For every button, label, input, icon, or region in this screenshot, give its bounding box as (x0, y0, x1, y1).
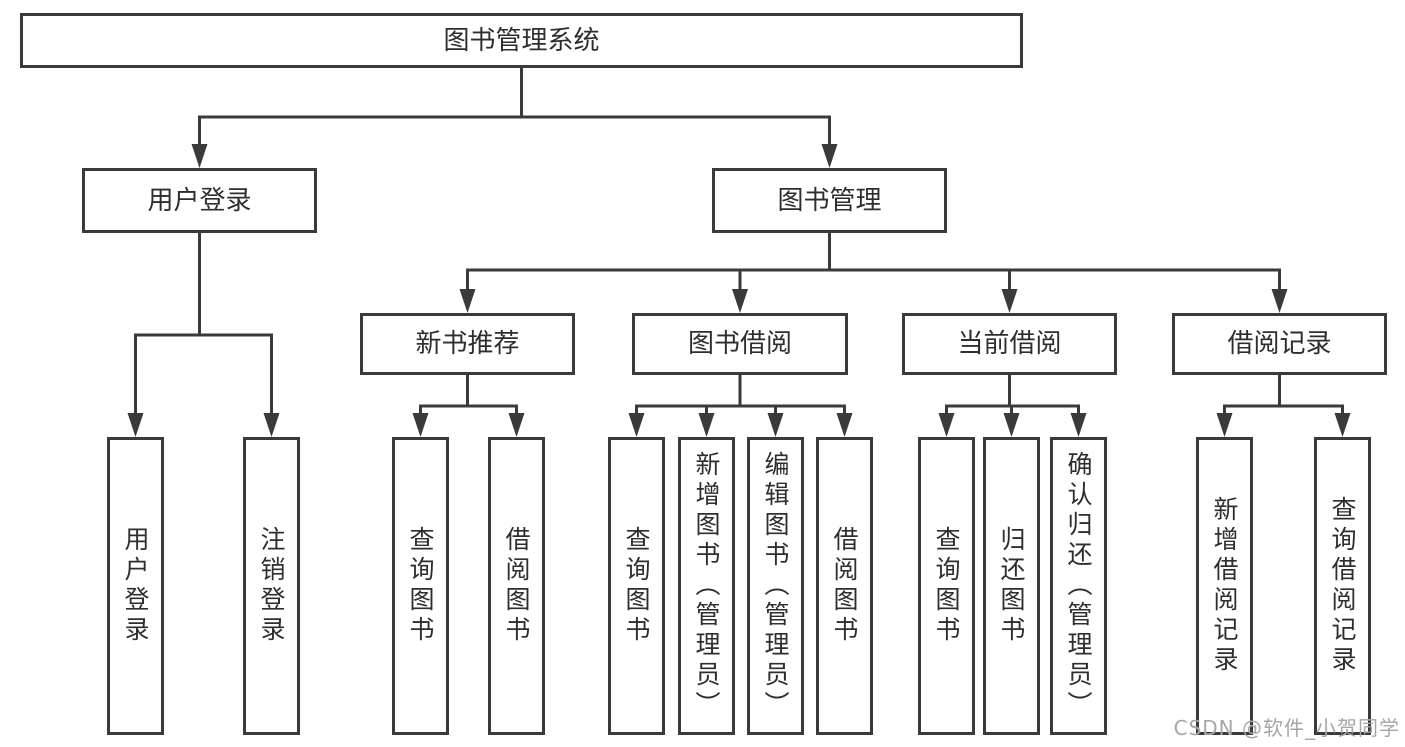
leaf-label: 查询借阅记录 (1328, 496, 1357, 676)
node-borrowing-records: 借阅记录 (1172, 313, 1387, 375)
leaf-borrow-books: 借阅图书 (816, 437, 873, 735)
node-label: 图书管理系统 (443, 25, 600, 56)
node-label: 图书管理 (777, 185, 882, 216)
leaf-return-books: 归还图书 (983, 437, 1040, 735)
leaf-user-login: 用户登录 (107, 437, 164, 735)
leaf-label: 新增借阅记录 (1210, 496, 1239, 676)
watermark: CSDN @软件_小贺同学 (1173, 716, 1400, 740)
node-label: 当前借阅 (957, 329, 1062, 359)
leaf-query-books-recommend: 查询图书 (392, 437, 449, 735)
leaf-label: 借阅图书 (502, 526, 531, 646)
node-book-management: 图书管理 (712, 168, 947, 233)
leaf-label: 查询图书 (622, 526, 651, 646)
node-new-book-recommendation: 新书推荐 (360, 313, 575, 375)
leaf-query-books-borrow: 查询图书 (608, 437, 665, 735)
node-label: 新书推荐 (415, 329, 520, 359)
leaf-query-borrow-record: 查询借阅记录 (1314, 437, 1371, 735)
leaf-label: 确认归还（管理员） (1064, 451, 1093, 721)
leaf-label: 注销登录 (257, 526, 286, 646)
leaf-label: 归还图书 (997, 526, 1026, 646)
node-current-borrowing: 当前借阅 (902, 313, 1117, 375)
node-label: 图书借阅 (687, 329, 792, 359)
leaf-label: 借阅图书 (830, 526, 859, 646)
leaf-label: 用户登录 (121, 526, 150, 646)
leaf-label: 查询图书 (406, 526, 435, 646)
leaf-confirm-return-admin: 确认归还（管理员） (1050, 437, 1107, 735)
node-book-borrowing: 图书借阅 (632, 313, 848, 375)
leaf-logout: 注销登录 (243, 437, 300, 735)
node-user-login: 用户登录 (82, 168, 317, 233)
node-label: 借阅记录 (1227, 329, 1332, 359)
leaf-add-borrow-record: 新增借阅记录 (1196, 437, 1253, 735)
node-label: 用户登录 (147, 185, 252, 216)
leaf-add-books-admin: 新增图书（管理员） (678, 437, 735, 735)
leaf-borrow-books-recommend: 借阅图书 (488, 437, 545, 735)
leaf-label: 编辑图书（管理员） (761, 451, 790, 721)
leaf-label: 查询图书 (932, 526, 961, 646)
leaf-query-books-current: 查询图书 (918, 437, 975, 735)
leaf-label: 新增图书（管理员） (692, 451, 721, 721)
node-library-management-system: 图书管理系统 (20, 13, 1023, 68)
leaf-edit-books-admin: 编辑图书（管理员） (747, 437, 804, 735)
